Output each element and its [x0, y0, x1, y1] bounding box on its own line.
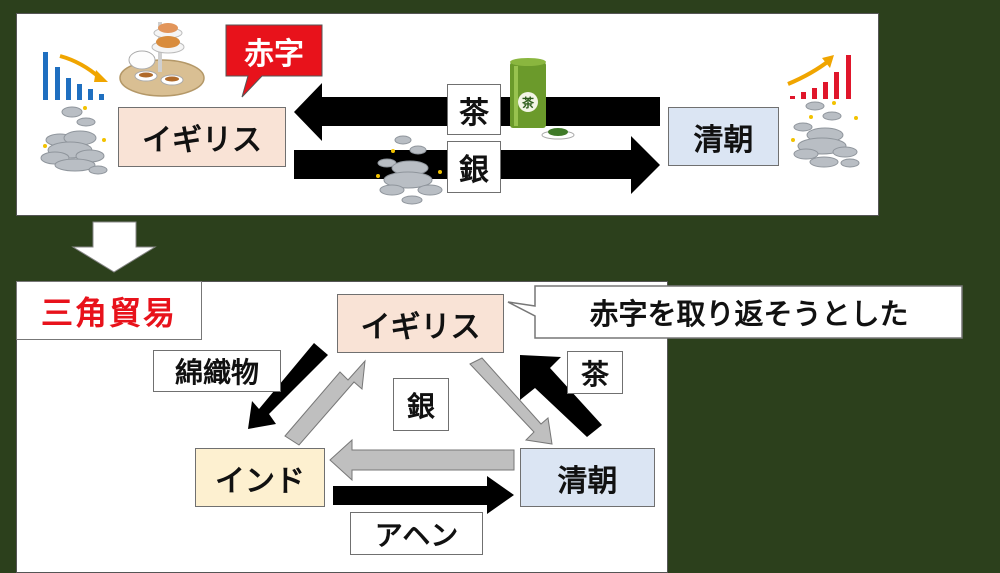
silver-arrow-britain-qing	[469, 357, 553, 445]
tea-label: 茶	[567, 351, 623, 394]
opium-arrow	[333, 476, 514, 514]
silver-label-top: 銀	[447, 141, 501, 193]
opium-label: アヘン	[350, 512, 483, 555]
cotton-arrow	[248, 343, 328, 429]
silver-arrow-qing-india	[329, 438, 515, 482]
deficit-callout-label: 赤字	[244, 37, 304, 72]
callout-text: 赤字を取り返そうとした	[589, 297, 909, 331]
qing-node-top: 清朝	[668, 107, 779, 166]
qing-node: 清朝	[520, 448, 655, 507]
india-node: インド	[195, 448, 325, 507]
britain-node: イギリス	[337, 294, 504, 353]
tea-can-label: 茶	[521, 95, 534, 110]
cotton-label: 綿織物	[153, 350, 281, 392]
tea-arrow	[520, 355, 602, 437]
triangular-trade-title: 三角貿易	[16, 281, 202, 340]
silver-arrow-india-britain	[284, 359, 366, 446]
britain-node-top: イギリス	[118, 107, 286, 167]
tea-label-top: 茶	[447, 84, 501, 135]
silver-label: 銀	[393, 378, 449, 431]
